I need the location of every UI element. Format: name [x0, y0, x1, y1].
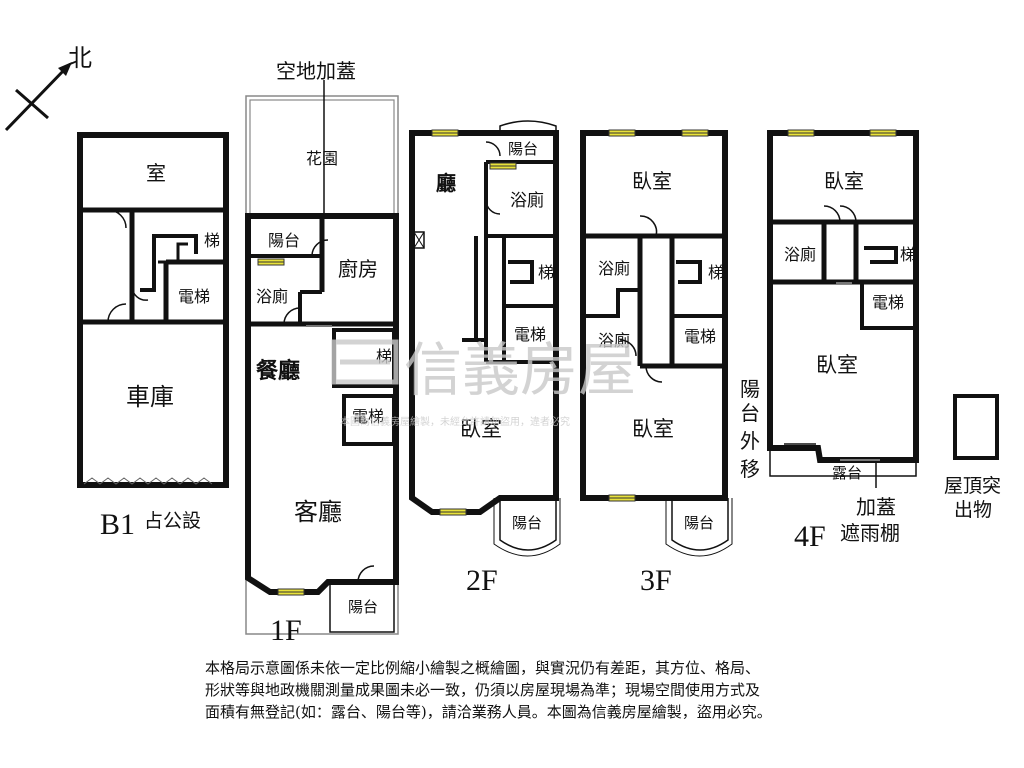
room-label: 車庫 — [126, 383, 174, 411]
room-label: 廳 — [436, 171, 456, 195]
room-label: 浴廁 — [510, 190, 544, 211]
room-label: 臥室 — [632, 169, 672, 193]
room-label: 梯 — [538, 263, 554, 282]
compass: 北 — [4, 44, 92, 132]
room-label: 陽台 — [512, 514, 542, 532]
room-label: 陽台 — [268, 231, 300, 250]
floor-name: 4F — [794, 520, 826, 553]
room-label: 梯 — [900, 245, 916, 264]
side-label-char: 移 — [740, 457, 760, 481]
room-label: 臥室 — [632, 417, 674, 441]
roof-label: 屋頂突 — [944, 475, 1001, 497]
floor-name: 3F — [640, 564, 672, 597]
room-label: 陽台 — [348, 598, 378, 616]
room-label: 客廳 — [294, 498, 342, 526]
side-label-char: 外 — [740, 429, 760, 453]
roof-protrusion: 屋頂突 出物 — [944, 394, 1001, 521]
room-label: 梯 — [708, 263, 724, 282]
room-label: 浴廁 — [598, 331, 630, 350]
room-label: 浴廁 — [598, 259, 630, 278]
floor-extra-label: 占公設 — [144, 510, 201, 532]
room-label: 電梯 — [514, 325, 546, 344]
room-label: 梯 — [204, 231, 220, 250]
room-label: 浴廁 — [784, 245, 816, 264]
compass-arrow-icon — [4, 66, 68, 132]
compass-north-label: 北 — [68, 44, 92, 72]
roof-label: 出物 — [954, 499, 992, 521]
floor-1f: 空地加蓋 花園 陽台 廚房 浴廁 餐廳 梯 電梯 客廳 陽台 1F — [245, 59, 399, 647]
disclaimer-line: 形狀等與地政機關測量成果圖未必一致，仍須以房屋現場為準；現場空間使用方式及 — [205, 681, 761, 699]
room-label: 陽台 — [684, 514, 714, 532]
bottom-label: 加蓋 — [856, 495, 896, 519]
floor-4f: 臥室 浴廁 梯 電梯 臥室 露台 陽 台 外 移 加蓋 遮雨棚 4F — [740, 129, 919, 553]
floor-name: 1F — [270, 614, 302, 647]
room-label: 露台 — [832, 464, 862, 482]
room-label: 陽台 — [508, 140, 538, 158]
watermark-brand: 信義房屋 — [404, 336, 636, 404]
disclaimer-line: 面積有無登記(如：露台、陽台等)，請洽業務人員。本圖為信義房屋繪製，盜用必究。 — [205, 703, 772, 721]
room-label: 室 — [146, 161, 166, 185]
floor-3f: 臥室 浴廁 梯 浴廁 電梯 臥室 陽台 3F — [580, 129, 733, 597]
side-label-char: 台 — [740, 401, 760, 425]
room-label: 臥室 — [816, 353, 858, 377]
floor-name: B1 — [100, 508, 135, 541]
watermark-fine: 本圖為信義房屋繪製，未經允許請勿盜用，違者必究 — [340, 415, 570, 428]
room-label: 花園 — [306, 149, 338, 168]
disclaimer: 本格局示意圖係未依一定比例縮小繪製之概繪圖，與實況仍有差距，其方位、格局、 形狀… — [205, 657, 925, 723]
floor-b1: 室 梯 電梯 車庫 B1 占公設 — [77, 132, 229, 541]
room-label: 電梯 — [352, 407, 384, 426]
room-label: 電梯 — [684, 327, 716, 346]
room-label: 電梯 — [178, 287, 210, 306]
room-label: 廚房 — [338, 257, 378, 281]
bottom-label: 遮雨棚 — [840, 521, 900, 545]
room-label: 臥室 — [824, 169, 864, 193]
disclaimer-line: 本格局示意圖係未依一定比例縮小繪製之概繪圖，與實況仍有差距，其方位、格局、 — [205, 659, 761, 677]
room-label: 餐廳 — [256, 358, 300, 384]
room-label: 電梯 — [872, 293, 904, 312]
floor-name: 2F — [466, 564, 498, 597]
top-label: 空地加蓋 — [276, 59, 356, 83]
room-label: 臥室 — [460, 417, 502, 441]
side-label-char: 陽 — [740, 377, 760, 401]
floor-2f: 陽台 廳 浴廁 梯 電梯 臥室 陽台 2F — [409, 120, 561, 597]
room-label: 浴廁 — [256, 287, 288, 306]
watermark: 信義房屋 本圖為信義房屋繪製，未經允許請勿盜用，違者必究 — [331, 336, 636, 428]
